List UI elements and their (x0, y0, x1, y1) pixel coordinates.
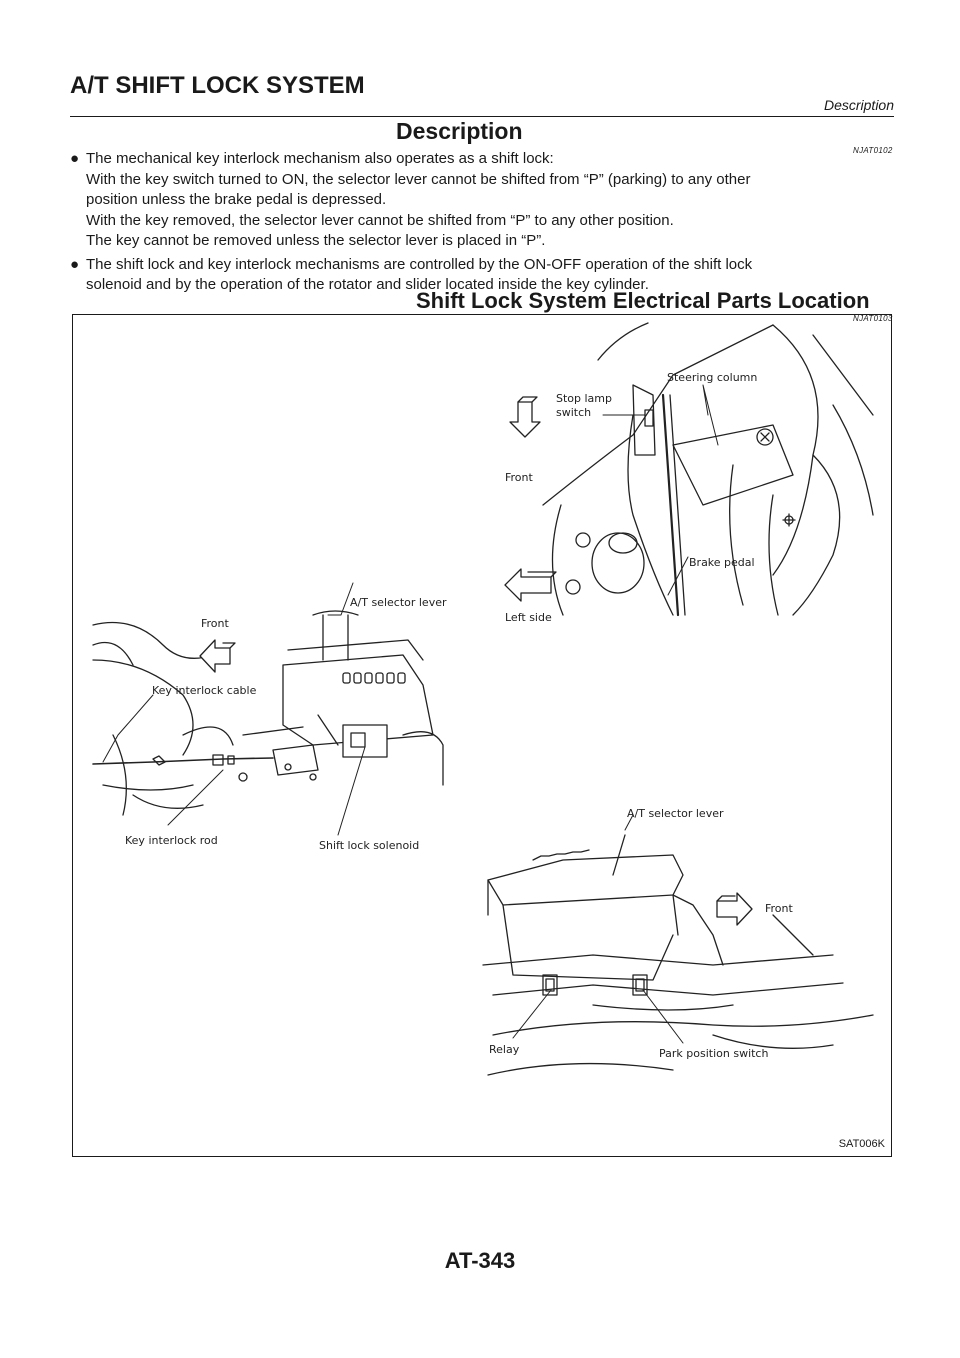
front-left-arrow-icon (199, 639, 236, 673)
key-interlock-cable-label: Key interlock cable (152, 684, 257, 697)
bullet-line: The shift lock and key interlock mechani… (86, 255, 753, 273)
bullet-marker: ● (70, 150, 80, 167)
leader-line (667, 556, 689, 596)
key-interlock-drawing (92, 610, 444, 816)
steering-column-label: Steering column (667, 371, 758, 384)
description-bullets: ● The mechanical key interlock mechanism… (70, 149, 894, 296)
parts-location-illustration (92, 322, 874, 1076)
left-side-label: Left side (505, 611, 552, 624)
left-side-arrow-icon (504, 568, 557, 602)
leader-line (337, 746, 366, 836)
bullet-line: With the key switch turned to ON, the se… (86, 170, 751, 188)
header-rule (70, 116, 894, 117)
stop-lamp-switch-label: switch (556, 406, 592, 419)
front-label: Front (505, 471, 533, 484)
relay-label: Relay (489, 1043, 520, 1056)
bullet-marker: ● (70, 255, 80, 273)
shift-lock-solenoid-label: Shift lock solenoid (319, 839, 420, 852)
selector-lever-label: A/T selector lever (350, 596, 447, 609)
key-interlock-rod-label: Key interlock rod (125, 834, 218, 847)
leader-line (624, 814, 634, 831)
description-heading: Description (396, 118, 523, 144)
front-label: Front (765, 902, 793, 915)
park-position-switch-label: Park position switch (659, 1047, 769, 1060)
bullet-item: ● The mechanical key interlock mechanism… (70, 149, 894, 252)
description-code: NJAT0102 (853, 146, 893, 155)
selector-lever-label: A/T selector lever (627, 807, 724, 820)
leader-line (512, 989, 552, 1039)
bullet-line: The key cannot be removed unless the sel… (86, 232, 546, 249)
brake-pedal-label: Brake pedal (689, 556, 755, 569)
parts-location-figure: Steering column Stop lamp switch Front B… (72, 314, 892, 1157)
bullet-line: solenoid and by the operation of the rot… (86, 276, 649, 293)
stop-lamp-switch-label: Stop lamp (556, 392, 612, 405)
front-down-arrow-icon (509, 396, 541, 438)
park-switch-drawing (482, 834, 874, 1076)
section-header-title: A/T SHIFT LOCK SYSTEM (70, 72, 365, 99)
front-right-arrow-icon (716, 892, 753, 926)
leader-line (102, 694, 154, 763)
leader-line (702, 384, 719, 446)
bullet-line: position unless the brake pedal is depre… (86, 191, 387, 208)
brake-pedal-drawing (542, 322, 874, 617)
location-heading: Shift Lock System Electrical Parts Locat… (416, 288, 870, 313)
bullet-line: With the key removed, the selector lever… (86, 211, 674, 229)
figure-code: SAT006K (838, 1138, 885, 1150)
bullet-line: The mechanical key interlock mechanism a… (86, 150, 554, 167)
front-label: Front (201, 617, 229, 630)
page-number: AT-343 (444, 1248, 516, 1273)
location-code: NJAT0103 (853, 314, 893, 323)
bullet-item: ● The shift lock and key interlock mecha… (70, 255, 894, 296)
section-header-subtitle: Description (823, 97, 894, 113)
leader-line (167, 769, 224, 826)
leader-line (327, 582, 354, 616)
leader-line (642, 989, 684, 1044)
